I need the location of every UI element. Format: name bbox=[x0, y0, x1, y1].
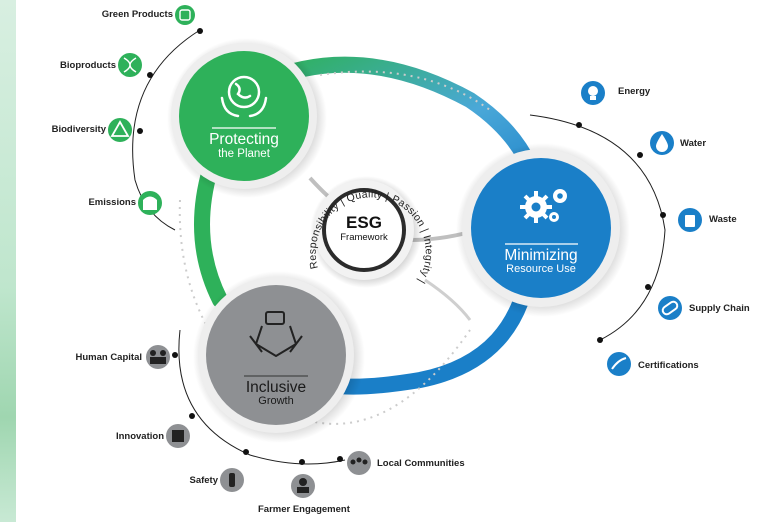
esg-subtitle: Framework bbox=[340, 231, 388, 243]
resource-title-block: Minimizing Resource Use bbox=[481, 247, 601, 276]
planet-hands-icon bbox=[220, 75, 268, 118]
community-icon bbox=[347, 451, 371, 475]
planet-circle bbox=[179, 51, 309, 181]
left-background-strip bbox=[0, 0, 16, 522]
planet-title: Protecting bbox=[209, 131, 279, 148]
gears-icon bbox=[520, 189, 567, 223]
resource-circle bbox=[471, 158, 611, 298]
growth-title: Inclusive bbox=[245, 379, 307, 396]
esg-center-block: ESG Framework bbox=[324, 214, 404, 243]
label-green-products: Green Products bbox=[101, 9, 173, 20]
icon-badges bbox=[108, 5, 702, 498]
esg-center-circle bbox=[322, 188, 406, 272]
label-farmer-engagement: Farmer Engagement bbox=[258, 504, 350, 515]
growth-title-block: Inclusive Growth bbox=[216, 379, 336, 408]
leaf-bag-icon bbox=[175, 5, 195, 25]
planet-items-arc bbox=[132, 29, 201, 231]
planet-title-block: Protecting the Planet bbox=[184, 131, 304, 161]
label-safety: Safety bbox=[189, 475, 218, 486]
label-biodiversity: Biodiversity bbox=[51, 124, 106, 135]
connector-link-center-lower bbox=[424, 278, 472, 321]
arc-dots bbox=[137, 28, 666, 465]
chain-link-icon bbox=[658, 296, 682, 320]
joined-hands-icon bbox=[249, 311, 303, 357]
planet-subtitle: the Planet bbox=[218, 148, 270, 161]
label-human-capital: Human Capital bbox=[75, 352, 142, 363]
label-local-communities: Local Communities bbox=[377, 458, 465, 469]
resource-items-arc bbox=[529, 114, 666, 341]
label-certifications: Certifications bbox=[638, 360, 699, 371]
esg-title: ESG bbox=[346, 213, 382, 232]
label-bioproducts: Bioproducts bbox=[60, 60, 116, 71]
resource-subtitle: Resource Use bbox=[506, 263, 576, 276]
resource-title: Minimizing bbox=[504, 247, 578, 264]
label-energy: Energy bbox=[618, 86, 651, 97]
label-supply-chain: Supply Chain bbox=[689, 303, 750, 314]
label-waste: Waste bbox=[709, 214, 737, 225]
growth-subtitle: Growth bbox=[258, 395, 294, 408]
dotted-outer-arc-top bbox=[319, 70, 491, 111]
label-innovation: Innovation bbox=[115, 431, 164, 442]
label-emissions: Emissions bbox=[88, 197, 136, 208]
label-water: Water bbox=[680, 138, 707, 149]
certificate-pen-icon bbox=[607, 352, 631, 376]
